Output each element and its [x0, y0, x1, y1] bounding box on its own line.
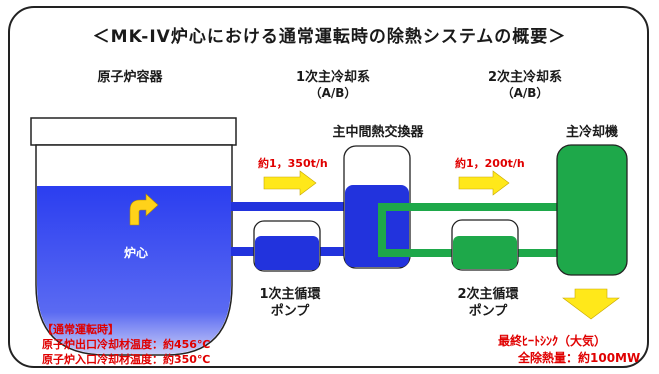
secondary-pump-label-1: 2次主循環	[457, 287, 519, 302]
primary-system-sub: （A/B）	[309, 86, 357, 100]
secondary-pump-label-2: ポンプ	[468, 304, 508, 319]
outlet-temperature: 原子炉出口冷却材温度：約456℃	[42, 338, 211, 351]
primary-hot-leg	[231, 202, 349, 211]
primary-pump-label-1: 1次主循環	[259, 287, 321, 302]
ihx-label: 主中間熱交換器	[332, 125, 424, 140]
inlet-temperature: 原子炉入口冷却材温度：約350℃	[42, 353, 211, 366]
secondary-flow-rate: 約1，200t/h	[455, 157, 525, 170]
primary-pump-body	[255, 236, 319, 270]
main-cooler	[556, 144, 628, 276]
cooler-label: 主冷却機	[565, 125, 618, 140]
vessel-label: 原子炉容器	[97, 70, 163, 85]
primary-system-label: 1次主冷却系	[295, 70, 371, 85]
heat-sink-arrow	[562, 288, 620, 320]
secondary-pump-body	[453, 236, 517, 269]
primary-pump-label-2: ポンプ	[270, 304, 310, 319]
vessel-lid	[30, 117, 237, 146]
secondary-system-sub: （A/B）	[501, 86, 549, 100]
primary-flow-rate: 約1，350t/h	[258, 157, 328, 170]
secondary-system-label: 2次主冷却系	[487, 70, 563, 85]
secondary-flow-arrow	[458, 170, 510, 196]
vessel-coolant	[37, 186, 231, 354]
normal-operation-heading: 【通常運転時】	[42, 323, 119, 336]
core-label: 炉心	[124, 246, 149, 260]
diagram-title: ＜MK-IV炉心における通常運転時の除熱システムの概要＞	[92, 27, 567, 47]
total-heat-removal: 全除熱量：約100MW	[518, 351, 641, 365]
secondary-riser	[378, 203, 386, 257]
core-heat-arrow	[129, 193, 159, 226]
secondary-hot-leg	[378, 203, 562, 211]
heat-sink-label: 最終ﾋｰﾄｼﾝｸ（大気）	[498, 334, 607, 348]
primary-flow-arrow	[263, 170, 317, 196]
